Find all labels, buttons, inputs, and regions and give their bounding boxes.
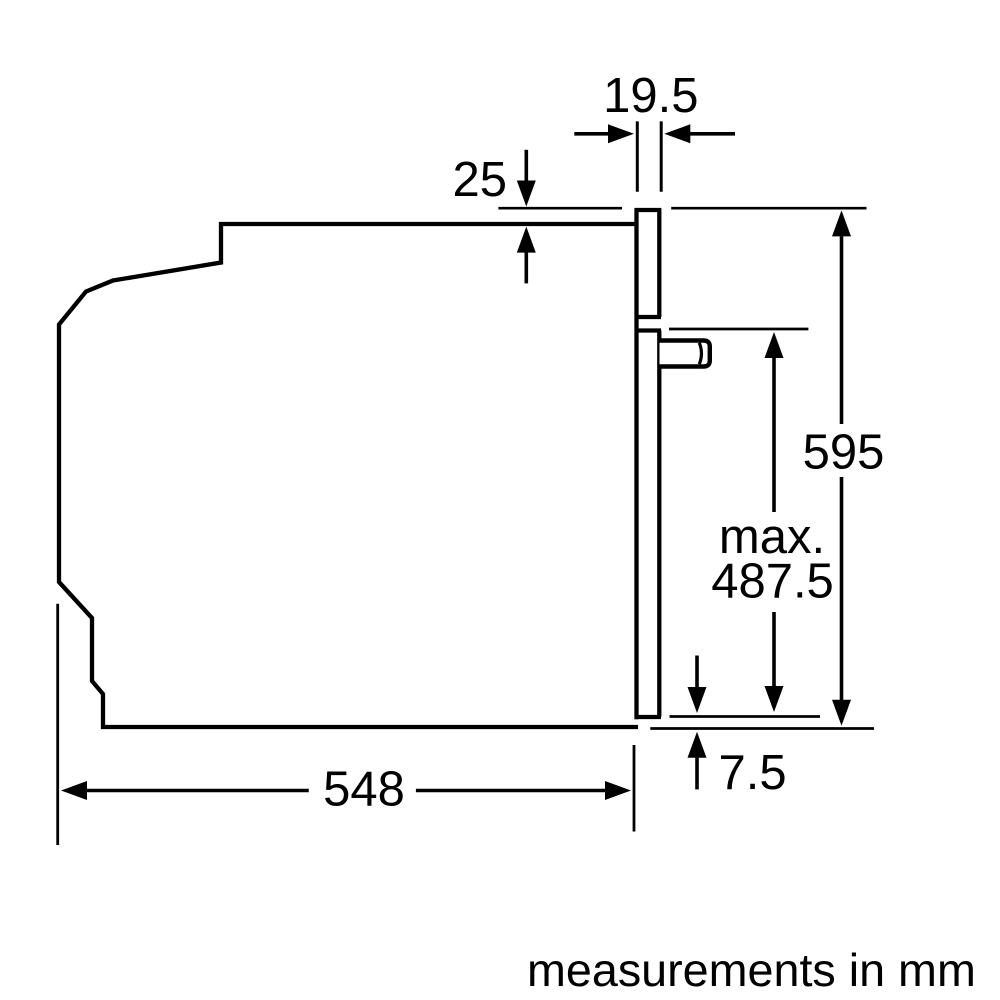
svg-text:487.5: 487.5 [711,555,834,609]
svg-text:548: 548 [323,763,405,817]
svg-text:19.5: 19.5 [603,69,698,123]
svg-text:25: 25 [452,153,507,207]
svg-text:measurements in mm: measurements in mm [527,944,976,996]
svg-text:595: 595 [803,426,885,480]
svg-text:7.5: 7.5 [719,746,787,800]
svg-text:max.: max. [719,510,825,564]
